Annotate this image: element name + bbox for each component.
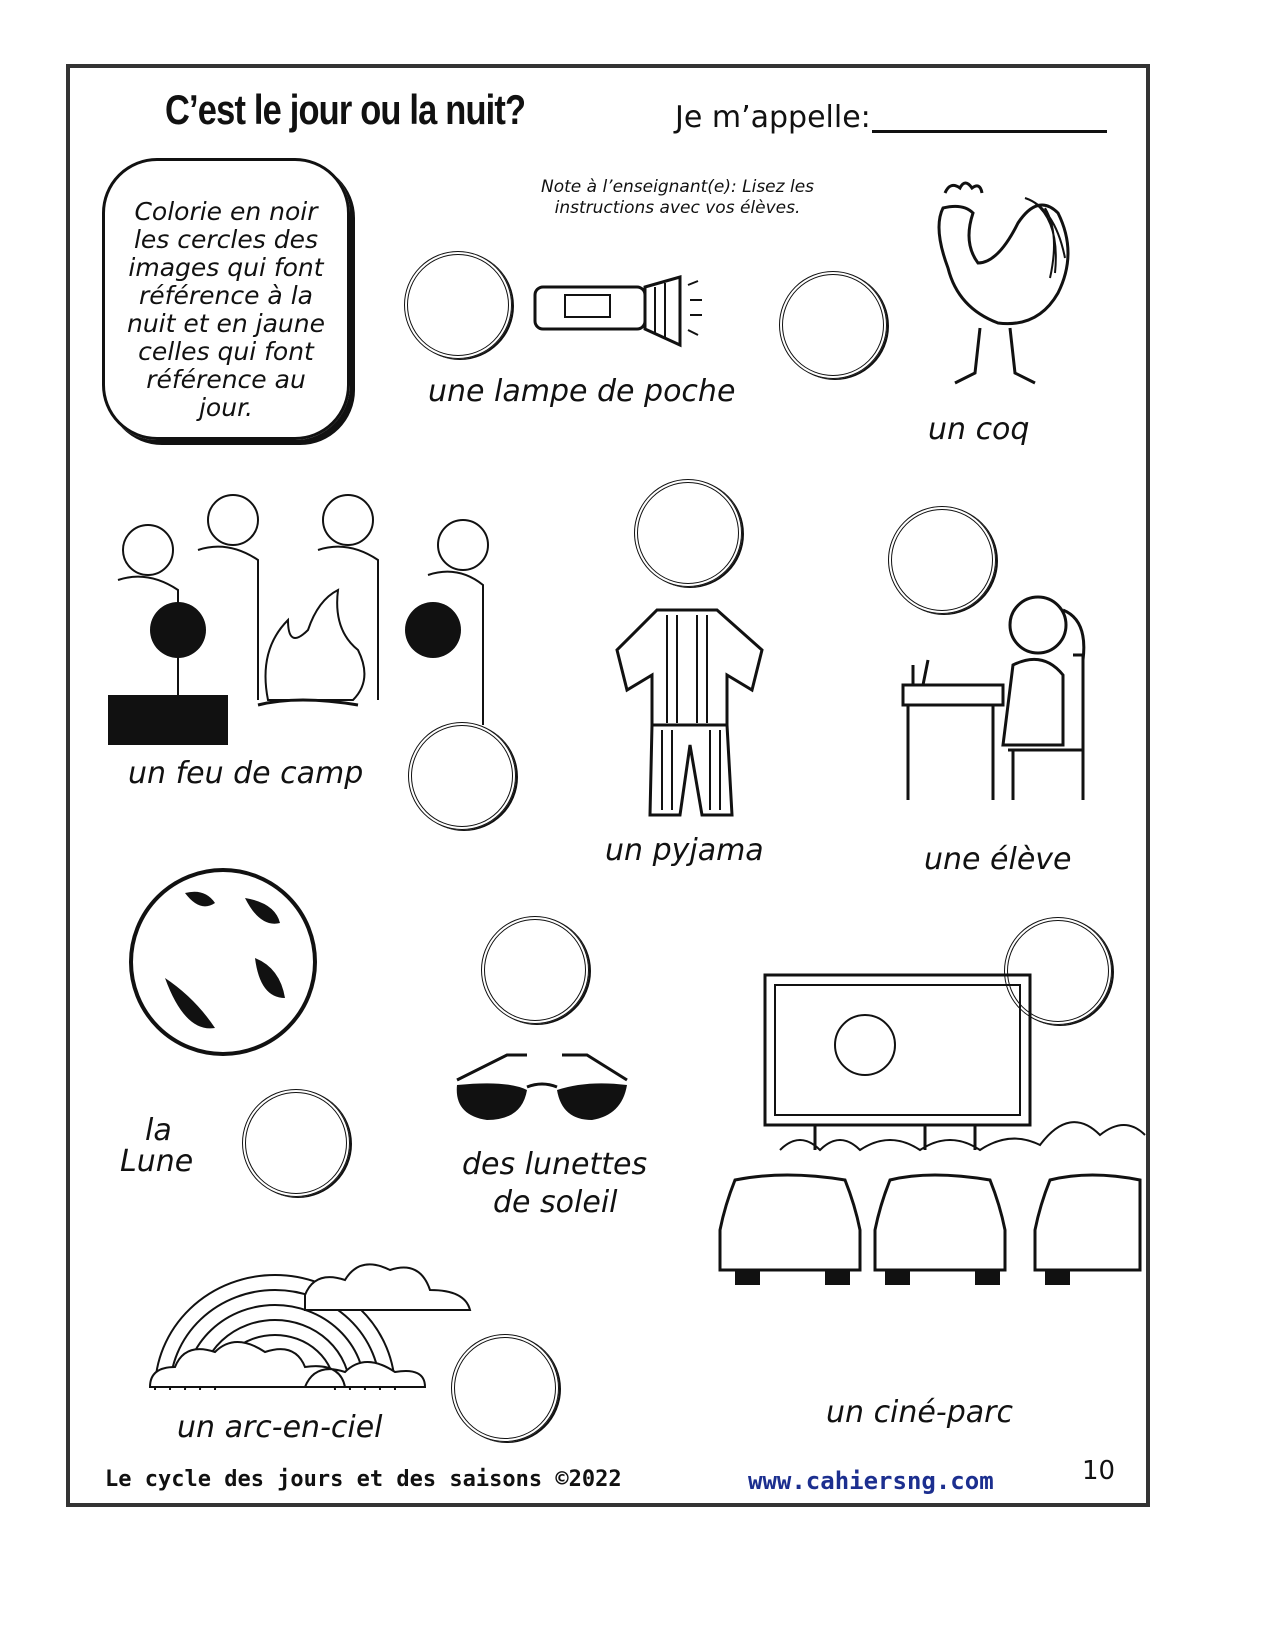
instruction-line: celles qui font — [138, 337, 314, 366]
instruction-line: référence à la — [139, 281, 313, 310]
lunettes-label-1: des lunettes — [462, 1147, 648, 1182]
cine-label: un ciné-parc — [826, 1395, 1013, 1430]
flashlight-icon — [533, 275, 702, 348]
sunglasses-icon — [456, 1053, 628, 1120]
lune-label-1: la — [145, 1113, 172, 1148]
name-label: Je m’appelle: — [675, 100, 871, 135]
page-border — [66, 64, 1150, 1507]
lunettes-answer-circle[interactable] — [481, 916, 589, 1024]
pajamas-icon — [615, 608, 764, 817]
moon-icon — [129, 868, 317, 1056]
lunettes-label-2: de soleil — [493, 1185, 618, 1220]
note-line: Note à l’enseignant(e): Lisez les — [540, 177, 815, 197]
lampe-label: une lampe de poche — [428, 374, 736, 409]
instruction-line: les cercles des — [133, 225, 319, 254]
footer-website-link[interactable]: www.cahiersng.com — [748, 1467, 994, 1495]
instruction-line: Colorie en noir — [134, 197, 318, 226]
arc-answer-circle[interactable] — [451, 1334, 559, 1442]
note-line: instructions avec vos élèves. — [554, 198, 801, 218]
pyjama-label: un pyjama — [605, 833, 764, 868]
instructions-text: Colorie en noir les cercles des images q… — [110, 198, 342, 422]
teacher-note: Note à l’enseignant(e): Lisez les instru… — [515, 177, 840, 219]
student-desk-icon — [901, 595, 1086, 800]
eleve-label: une élève — [924, 842, 1072, 877]
coq-answer-circle[interactable] — [779, 271, 887, 379]
rooster-icon — [937, 181, 1070, 385]
lune-label-2: Lune — [120, 1144, 194, 1179]
instruction-line: jour. — [198, 393, 254, 422]
footer-series-title: Le cycle des jours et des saisons ©2022 — [105, 1467, 622, 1492]
instruction-line: images qui font — [128, 253, 324, 282]
page-number: 10 — [1082, 1456, 1116, 1486]
lune-answer-circle[interactable] — [242, 1089, 350, 1197]
feu-answer-circle[interactable] — [408, 722, 516, 830]
instruction-line: nuit et en jaune — [126, 309, 326, 338]
arc-label: un arc-en-ciel — [177, 1410, 383, 1445]
instruction-line: référence au — [146, 365, 306, 394]
eleve-answer-circle[interactable] — [888, 506, 996, 614]
pyjama-answer-circle[interactable] — [634, 479, 742, 587]
rainbow-icon — [148, 1263, 472, 1391]
coq-label: un coq — [928, 412, 1030, 447]
cine-answer-circle[interactable] — [1004, 917, 1112, 1025]
drive-in-icon — [718, 973, 1146, 1285]
name-input-line[interactable] — [872, 130, 1107, 133]
page-title: C’est le jour ou la nuit? — [165, 86, 526, 133]
feu-label: un feu de camp — [128, 756, 364, 791]
lampe-answer-circle[interactable] — [404, 251, 512, 359]
instructions-bubble — [102, 158, 350, 440]
campfire-icon — [108, 494, 489, 745]
